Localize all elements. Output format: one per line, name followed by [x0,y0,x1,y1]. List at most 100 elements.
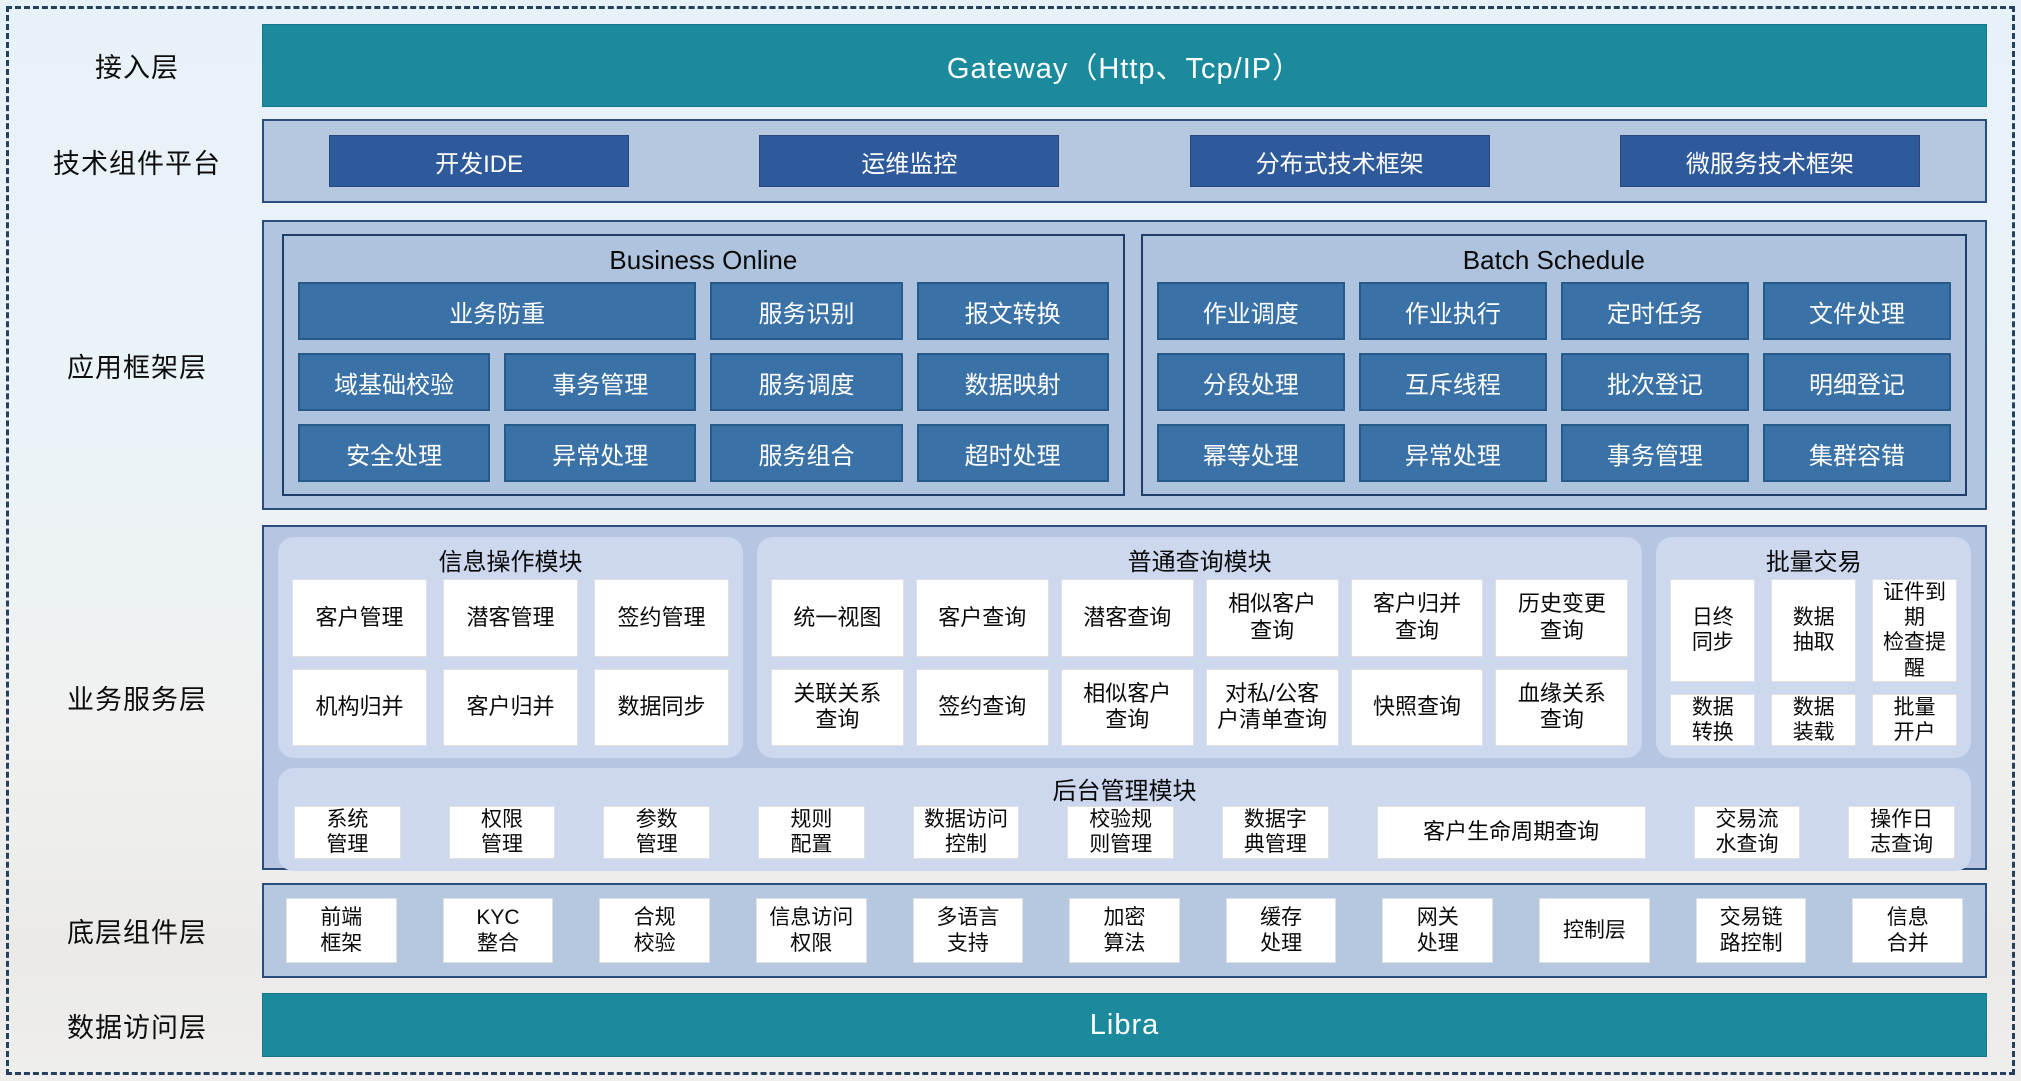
item-box: 客户归并 查询 [1350,579,1484,657]
item-box: 数据字 典管理 [1222,806,1329,859]
business-service-panel: 信息操作模块 客户管理 潜客管理 签约管理 机构归并 客户归并 数据同步 普通查… [262,525,1987,871]
item-box: 前端 框架 [286,898,397,963]
info-ops-title: 信息操作模块 [438,548,583,576]
fw-cell: 作业执行 [1358,282,1547,340]
fw-cell: 明细登记 [1762,353,1951,411]
row-access-layer: 接入层 Gateway（Http、Tcp/IP） [12,24,2009,107]
item-box: 交易流 水查询 [1693,806,1801,859]
item-box: 缓存 处理 [1225,898,1337,963]
base-components-label: 底层组件层 [67,918,207,948]
fw-cell: 幂等处理 [1156,424,1345,482]
data-access-label: 数据访问层 [67,1012,207,1043]
item-box: 关联关系 查询 [770,668,904,747]
item-box: 证件到期 检查提醒 [1872,579,1957,682]
business-online-grid: 业务防重 服务识别 报文转换 域基础校验 事务管理 服务调度 数据映射 安全处理… [298,282,1109,482]
item-box: 潜客管理 [442,579,578,657]
fw-cell: 异常处理 [504,424,697,482]
item-box: 加密 算法 [1069,898,1180,963]
business-online-title: Business Online [609,244,798,275]
business-online-panel: Business Online 业务防重 服务识别 报文转换 域基础校验 事务管… [282,234,1125,496]
business-service-label: 业务服务层 [67,685,207,715]
info-ops-module: 信息操作模块 客户管理 潜客管理 签约管理 机构归并 客户归并 数据同步 [278,537,743,759]
fw-cell: 定时任务 [1560,282,1749,340]
business-service-modules: 信息操作模块 客户管理 潜客管理 签约管理 机构归并 客户归并 数据同步 普通查… [278,537,1971,759]
item-box: 历史变更 查询 [1495,579,1629,657]
fw-cell: 安全处理 [298,424,491,482]
row-tech-platform: 技术组件平台 开发IDE 运维监控 分布式技术框架 微服务技术框架 [12,119,2009,203]
fw-cell: 事务管理 [504,353,697,411]
app-framework-label: 应用框架层 [67,352,207,383]
fw-cell: 服务组合 [710,424,903,482]
batch-schedule-title: Batch Schedule [1462,244,1645,275]
fw-cell: 报文转换 [916,282,1109,340]
fw-cell: 互斥线程 [1358,353,1547,411]
admin-module-row: 系统 管理 权限 管理 参数 管理 规则 配置 数据访问 控制 校验规 则管理 … [294,806,1955,859]
item-box: 网关 处理 [1382,898,1494,963]
tech-btn-microservice-framework: 微服务技术框架 [1619,135,1920,187]
admin-module: 后台管理模块 系统 管理 权限 管理 参数 管理 规则 配置 数据访问 控制 校… [278,768,1971,871]
fw-cell: 文件处理 [1762,282,1951,340]
fw-cell: 服务识别 [710,282,903,340]
item-box: 参数 管理 [603,806,711,859]
fw-cell: 服务调度 [710,353,903,411]
item-box: 数据同步 [593,668,729,747]
item-box: 权限 管理 [448,806,556,859]
row-base-components: 底层组件层 前端 框架 KYC 整合 合规 校验 信息访问 权限 多语言 支持 … [12,883,2009,978]
item-box: 相似客户 查询 [1060,668,1194,747]
item-box: 校验规 则管理 [1067,806,1175,859]
item-box: 统一视图 [770,579,904,657]
diagram-rows: 接入层 Gateway（Http、Tcp/IP） 技术组件平台 开发IDE 运维… [12,10,2009,1071]
row-business-service: 业务服务层 信息操作模块 客户管理 潜客管理 签约管理 机构归并 客户归并 数据… [12,525,2009,871]
batch-trade-module: 批量交易 日终 同步 数据 抽取 证件到期 检查提醒 数据 转换 数据 装载 批… [1656,537,1971,759]
item-box: 客户生命周期查询 [1376,806,1646,859]
item-box: 机构归并 [292,668,427,747]
gateway-bar: Gateway（Http、Tcp/IP） [262,24,1987,107]
common-query-module: 普通查询模块 统一视图 客户查询 潜客查询 相似客户 查询 客户归并 查询 历史… [756,537,1643,759]
item-box: 多语言 支持 [912,898,1024,963]
batch-schedule-panel: Batch Schedule 作业调度 作业执行 定时任务 文件处理 分段处理 … [1140,234,1967,496]
tech-platform-panel: 开发IDE 运维监控 分布式技术框架 微服务技术框架 [262,119,1987,203]
item-box: 血缘关系 查询 [1495,668,1629,747]
common-query-title: 普通查询模块 [1127,548,1272,576]
libra-bar: Libra [262,993,1987,1057]
item-box: 客户查询 [915,579,1049,657]
row-data-access: 数据访问层 Libra [12,993,2009,1057]
tech-btn-ops-monitor: 运维监控 [759,135,1060,187]
tech-btn-distributed-framework: 分布式技术框架 [1189,135,1490,187]
fw-cell: 批次登记 [1560,353,1749,411]
item-box: 日终 同步 [1670,579,1756,682]
item-box: 操作日 志查询 [1848,806,1955,859]
item-box: 系统 管理 [294,806,401,859]
item-box: 潜客查询 [1060,579,1194,657]
item-box: 相似客户 查询 [1205,579,1339,657]
fw-cell: 分段处理 [1156,353,1345,411]
batch-schedule-grid: 作业调度 作业执行 定时任务 文件处理 分段处理 互斥线程 批次登记 明细登记 … [1156,282,1951,482]
item-box: 合规 校验 [599,898,710,963]
item-box: 交易链 路控制 [1695,898,1807,963]
common-query-grid: 统一视图 客户查询 潜客查询 相似客户 查询 客户归并 查询 历史变更 查询 关… [770,579,1629,747]
fw-cell: 集群容错 [1762,424,1951,482]
item-box: KYC 整合 [442,898,554,963]
fw-cell: 异常处理 [1358,424,1547,482]
admin-module-title: 后台管理模块 [1052,777,1197,805]
item-box: 信息访问 权限 [755,898,867,963]
item-box: 规则 配置 [758,806,865,859]
batch-trade-grid: 日终 同步 数据 抽取 证件到期 检查提醒 数据 转换 数据 装载 批量 开户 [1670,579,1957,747]
fw-cell: 作业调度 [1156,282,1345,340]
item-box: 客户管理 [292,579,427,657]
batch-trade-title: 批量交易 [1765,548,1862,576]
item-box: 客户归并 [442,668,578,747]
fw-cell: 数据映射 [916,353,1109,411]
item-box: 数据 装载 [1771,693,1857,747]
tech-btn-dev-ide: 开发IDE [329,135,630,187]
app-framework-panel: Business Online 业务防重 服务识别 报文转换 域基础校验 事务管… [262,220,1987,510]
item-box: 对私/公客 户清单查询 [1205,668,1339,747]
item-box: 签约管理 [593,579,729,657]
item-box: 批量 开户 [1872,693,1957,747]
fw-cell: 事务管理 [1560,424,1749,482]
item-box: 信息 合并 [1852,898,1964,963]
base-components-panel: 前端 框架 KYC 整合 合规 校验 信息访问 权限 多语言 支持 加密 算法 … [262,883,1987,978]
item-box: 数据访问 控制 [912,806,1020,859]
tech-platform-label: 技术组件平台 [53,148,221,179]
